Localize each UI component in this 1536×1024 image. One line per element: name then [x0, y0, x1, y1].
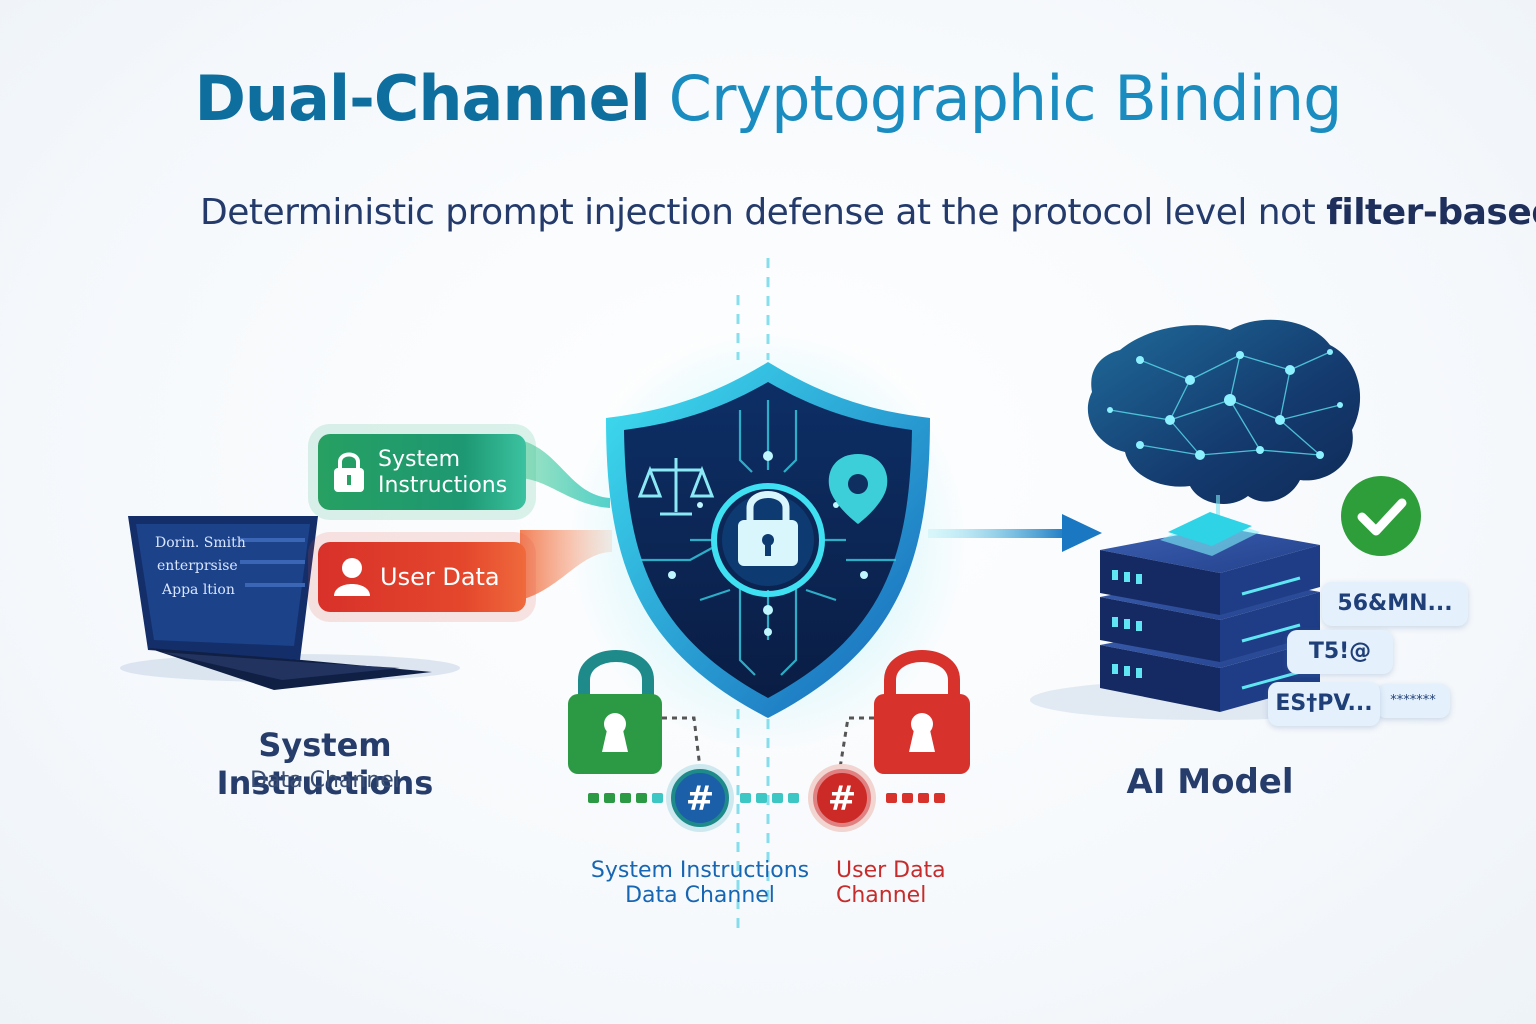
- screen-line-3: Appa ltion: [162, 582, 235, 598]
- lock-icon: [738, 491, 798, 566]
- user-channel-line-2: Channel: [836, 883, 927, 908]
- subtitle-regular: Deterministic prompt injection defense a…: [200, 192, 1327, 233]
- user-channel-line-1: User Data: [836, 858, 946, 883]
- left-panel-title: System Instructions: [216, 726, 434, 802]
- system-hash-node: [666, 764, 734, 832]
- left-panel-subtitle: Data Channel: [250, 768, 400, 793]
- check-icon: [1341, 476, 1421, 556]
- system-channel-line-2: Data Channel: [625, 883, 775, 908]
- system-tag-line-1: System: [378, 447, 461, 472]
- screen-line-2: enterprsise: [157, 558, 238, 574]
- ai-model-label: AI Model: [1126, 762, 1294, 802]
- user-hash-node: [808, 764, 876, 832]
- title-bold: Dual-Channel: [194, 62, 650, 135]
- page-title: Dual-Channel Cryptographic Binding: [0, 62, 1536, 135]
- system-channel-line-1: System Instructions: [590, 858, 810, 883]
- code-tag-4: *******: [1376, 684, 1450, 718]
- brain-icon: [1087, 319, 1361, 520]
- user-hash-symbol: #: [828, 779, 857, 819]
- lock-icon: [334, 452, 364, 492]
- system-channel-label: System Instructions Data Channel: [585, 858, 815, 908]
- system-tag-line-2: Instructions: [378, 473, 508, 498]
- code-tag-1: 56&MN...: [1322, 582, 1468, 626]
- red-padlock-icon: [874, 650, 970, 774]
- title-light: Cryptographic Binding: [649, 62, 1343, 135]
- user-tag-label: User Data: [380, 563, 500, 591]
- scales-icon: [637, 458, 715, 516]
- channel-line: [588, 716, 945, 803]
- system-hash-symbol: #: [686, 779, 715, 819]
- system-instructions-tag: System Instructions: [318, 434, 526, 510]
- laptop-icon: [120, 516, 460, 690]
- subtitle-bold: filter-based.: [1326, 192, 1536, 233]
- location-pin-icon: [828, 454, 888, 524]
- system-tag-label: System Instructions: [378, 447, 507, 499]
- user-icon: [334, 558, 370, 596]
- user-data-tag: User Data: [318, 542, 526, 612]
- code-tag-2: T5!@: [1287, 630, 1393, 674]
- arrow-to-ai: [928, 514, 1102, 552]
- user-channel-label: User Data Channel: [836, 858, 976, 908]
- green-padlock-icon: [568, 650, 662, 774]
- screen-line-1: Dorin. Smith: [155, 535, 246, 551]
- code-tag-3: ES†PV...: [1268, 682, 1380, 726]
- page-subtitle: Deterministic prompt injection defense a…: [200, 192, 1536, 233]
